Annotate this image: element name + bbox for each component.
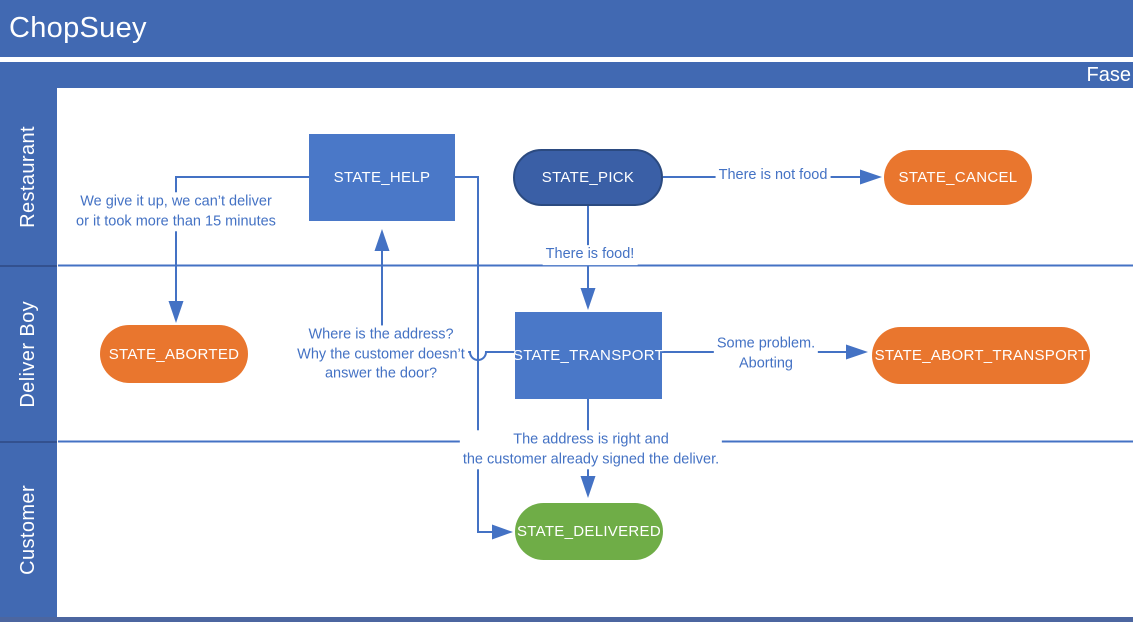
state-node-delivered[interactable]: STATE_DELIVERED: [515, 503, 663, 560]
edge-transport-help-arrowhead: [374, 229, 390, 251]
state-node-abort-transport-label: STATE_ABORT_TRANSPORT: [874, 347, 1088, 364]
edge-pick-transport-arrowhead: [580, 288, 596, 310]
edge-label-pick-transport: There is food!: [542, 245, 638, 265]
title-bar: ChopSuey: [0, 0, 1133, 57]
edge-label-pick-cancel: There is not food: [715, 166, 831, 186]
bottom-bar: [0, 617, 1133, 622]
edge-label-transport-delivered: The address is right and the customer al…: [459, 430, 723, 470]
phase-band: Fase: [0, 62, 1133, 88]
state-node-aborted[interactable]: STATE_ABORTED: [100, 325, 248, 383]
state-node-aborted-label: STATE_ABORTED: [108, 345, 240, 363]
diagram-title: ChopSuey: [9, 12, 147, 44]
edge-help-delivered: [455, 176, 492, 533]
state-node-cancel-label: STATE_CANCEL: [898, 169, 1018, 186]
phase-band-label: Fase: [1086, 63, 1131, 86]
state-node-abort-transport[interactable]: STATE_ABORT_TRANSPORT: [872, 327, 1090, 384]
edge-help-aborted: [175, 176, 309, 302]
edge-label-transport-abort: Some problem. Aborting: [713, 334, 819, 374]
lane-label-restaurant: Restaurant: [0, 88, 57, 265]
state-node-pick-label: STATE_PICK: [541, 169, 635, 186]
lane-label-deliver-boy: Deliver Boy: [0, 265, 57, 441]
state-node-help[interactable]: STATE_HELP: [309, 134, 455, 221]
state-node-delivered-label: STATE_DELIVERED: [517, 523, 661, 540]
edge-transport-abort-arrowhead: [846, 344, 868, 360]
edge-help-aborted-arrowhead: [168, 301, 184, 323]
edge-transport-help: [381, 250, 515, 361]
edge-label-transport-help: Where is the address? Why the customer d…: [294, 325, 468, 385]
edge-label-help-aborted: We give it up, we can’t deliver or it to…: [73, 192, 279, 232]
edge-transport-delivered-arrowhead: [580, 476, 596, 498]
lane-label-customer: Customer: [0, 441, 57, 617]
state-node-transport[interactable]: STATE_TRANSPORT: [512, 312, 665, 399]
state-node-help-label: STATE_HELP: [333, 169, 431, 186]
edge-help-delivered-arrowhead: [492, 524, 513, 540]
state-node-transport-label: STATE_TRANSPORT: [512, 347, 665, 364]
state-node-cancel[interactable]: STATE_CANCEL: [884, 150, 1032, 205]
edge-pick-cancel-arrowhead: [860, 169, 882, 185]
state-node-pick[interactable]: STATE_PICK: [513, 149, 663, 206]
